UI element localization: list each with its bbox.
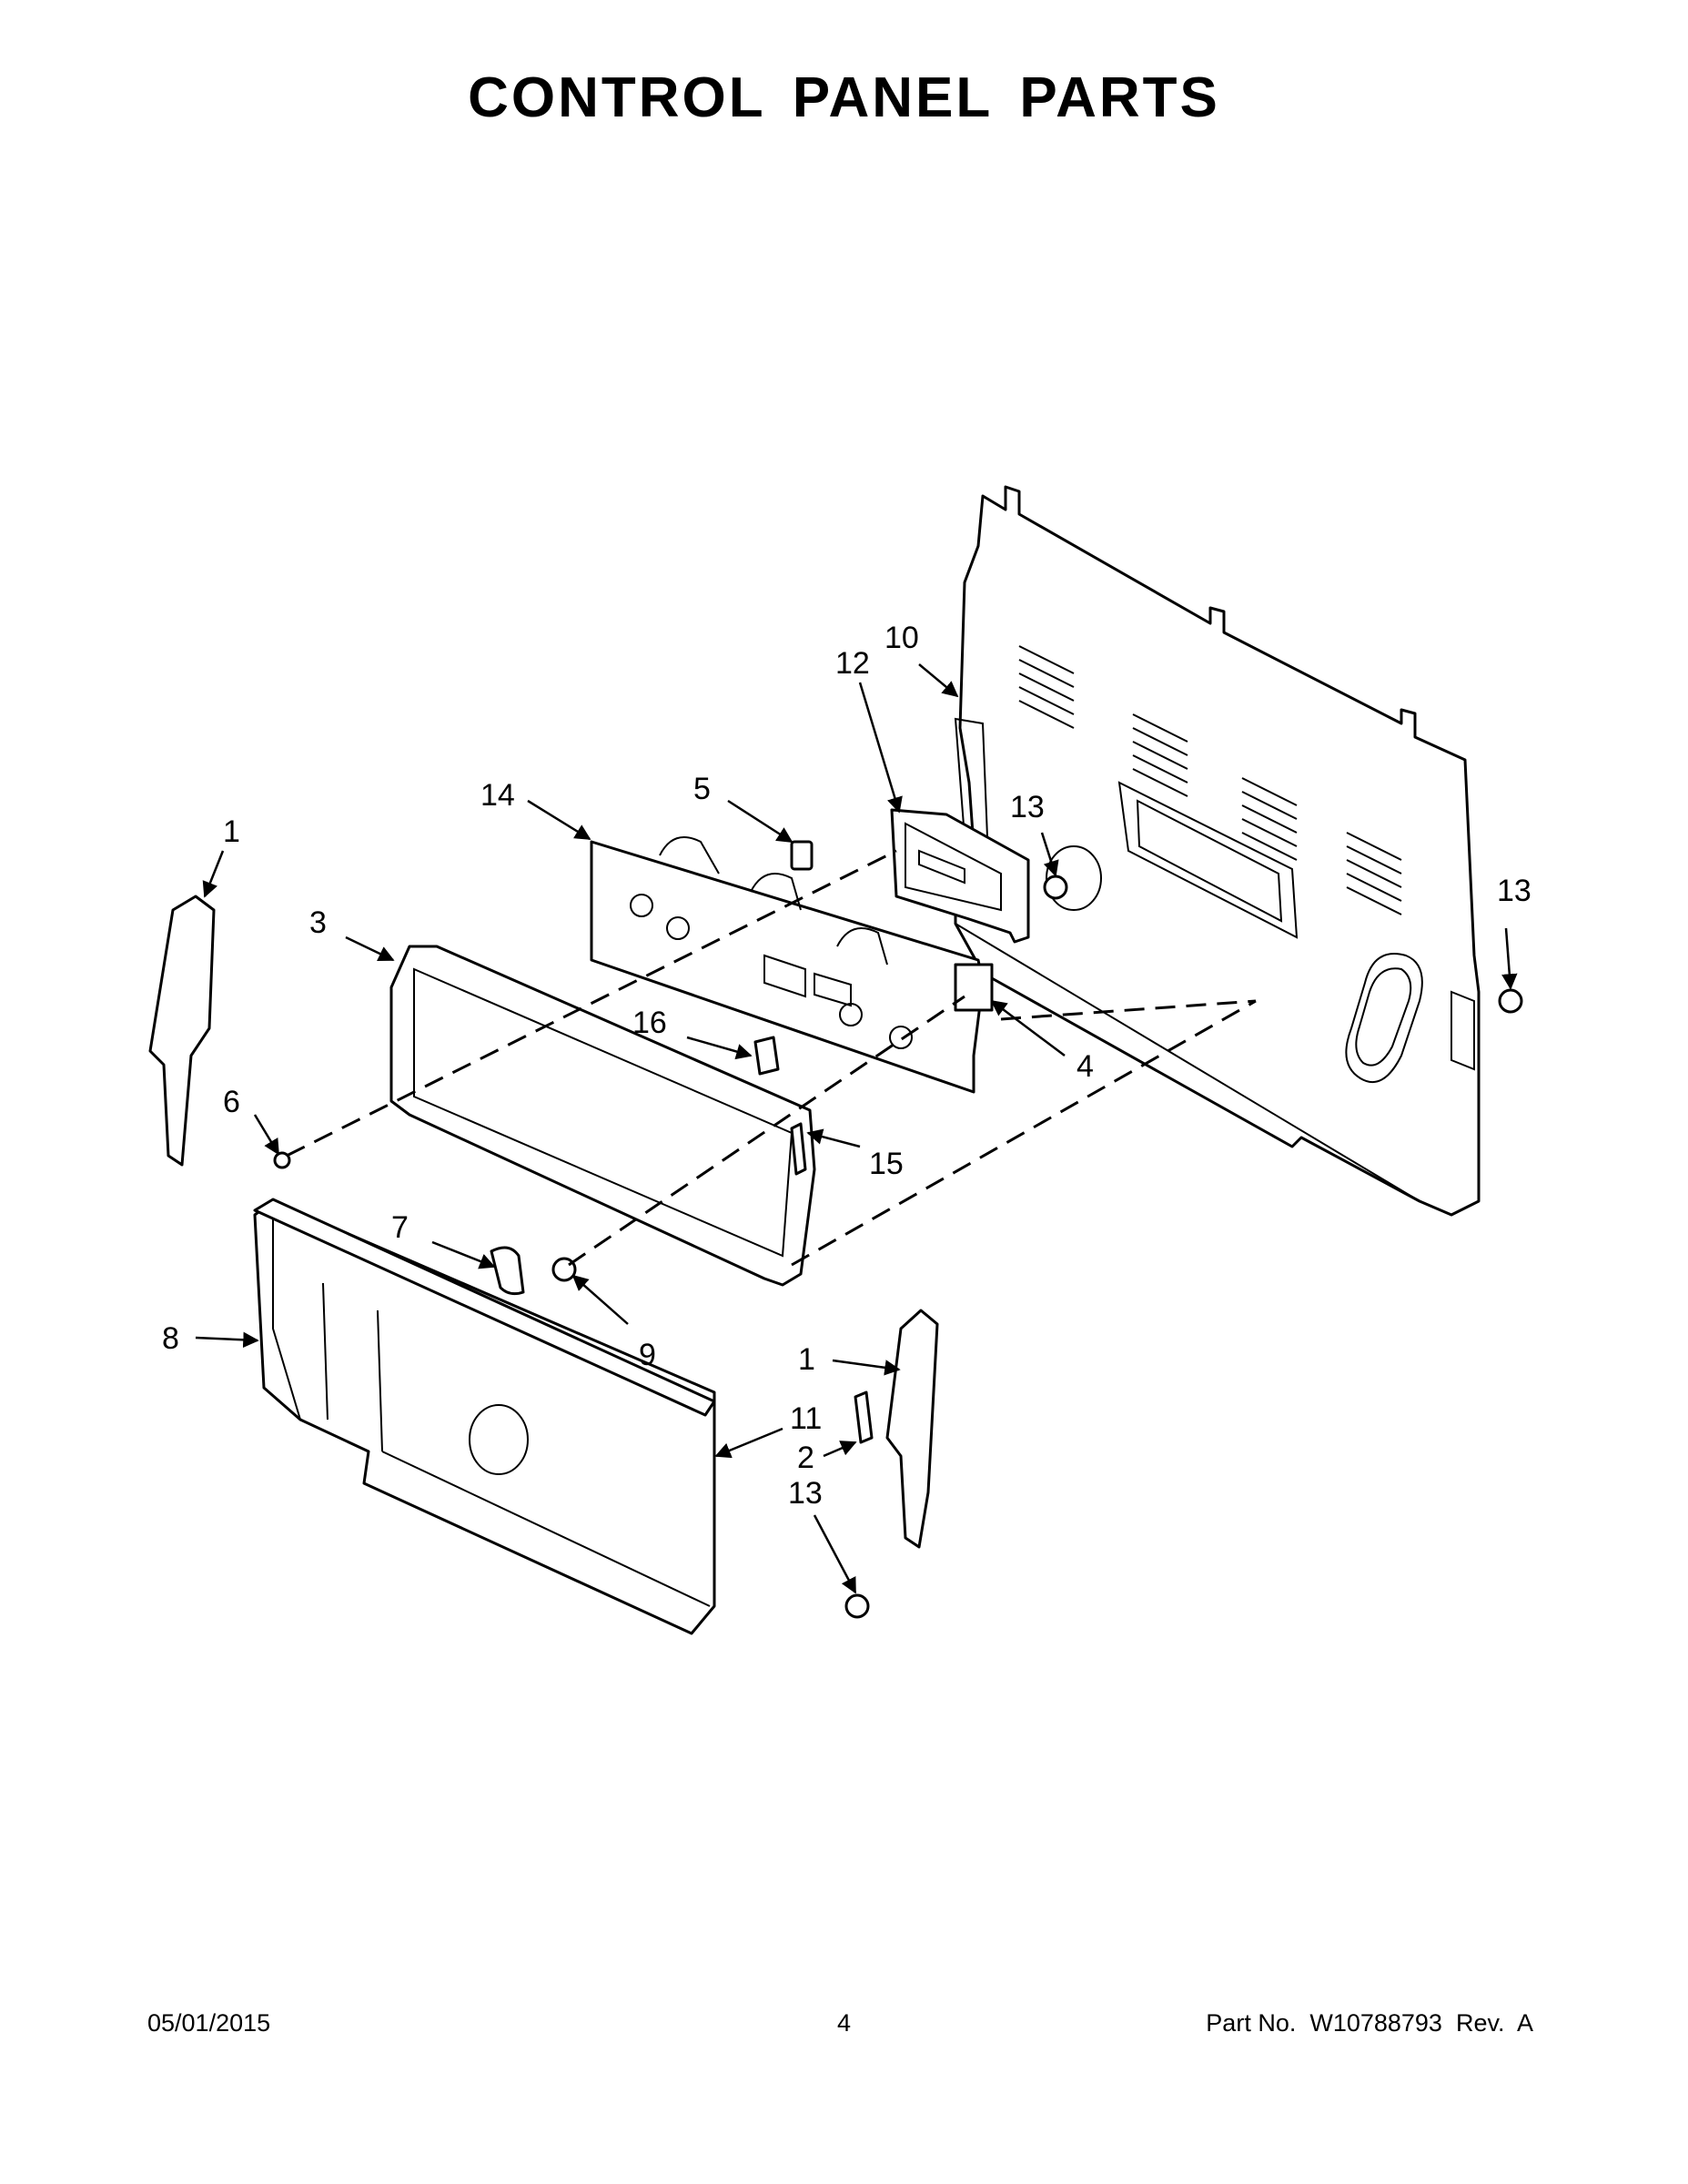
callout-2: 2 — [797, 1441, 814, 1475]
callout-14: 14 — [480, 778, 515, 813]
rear-panel-housing — [954, 485, 1481, 1217]
callout-9: 9 — [639, 1338, 656, 1372]
alignment-lines — [286, 849, 1257, 1267]
footer-part-number: Part No. W10788793 Rev. A — [1206, 2009, 1533, 2037]
callout-8: 8 — [162, 1321, 179, 1356]
callout-6: 6 — [223, 1085, 240, 1119]
control-panel-overlay — [590, 836, 985, 1094]
callout-12: 12 — [835, 646, 870, 681]
callout-1-right: 1 — [798, 1342, 815, 1377]
electronic-control-board — [890, 808, 1030, 944]
callout-7: 7 — [391, 1210, 409, 1245]
callout-15: 15 — [869, 1147, 904, 1181]
callout-13-bottom: 13 — [788, 1476, 823, 1511]
page-title: CONTROL PANEL PARTS — [468, 66, 1220, 129]
footer-page-number: 4 — [836, 2009, 852, 2037]
callout-1-left: 1 — [223, 814, 240, 849]
callout-16: 16 — [632, 1006, 667, 1040]
footer-date: 05/01/2015 — [147, 2009, 271, 2037]
leader-lines — [195, 663, 1518, 1594]
bottom-support — [253, 1199, 716, 1635]
callout-10: 10 — [884, 621, 919, 655]
callout-4: 4 — [1076, 1049, 1094, 1084]
callout-3: 3 — [309, 905, 327, 940]
callout-13-center: 13 — [1010, 790, 1045, 824]
callout-5: 5 — [693, 772, 711, 806]
trim-strip — [253, 1198, 716, 1417]
control-panel-frame — [389, 945, 816, 1287]
bracket — [854, 1390, 874, 1444]
callout-11: 11 — [790, 1401, 822, 1436]
callout-labels: 1 1 2 3 4 5 6 7 8 9 10 11 12 13 13 13 14… — [162, 621, 1531, 1511]
hardware — [273, 840, 1523, 1619]
callout-13-right: 13 — [1497, 874, 1531, 908]
